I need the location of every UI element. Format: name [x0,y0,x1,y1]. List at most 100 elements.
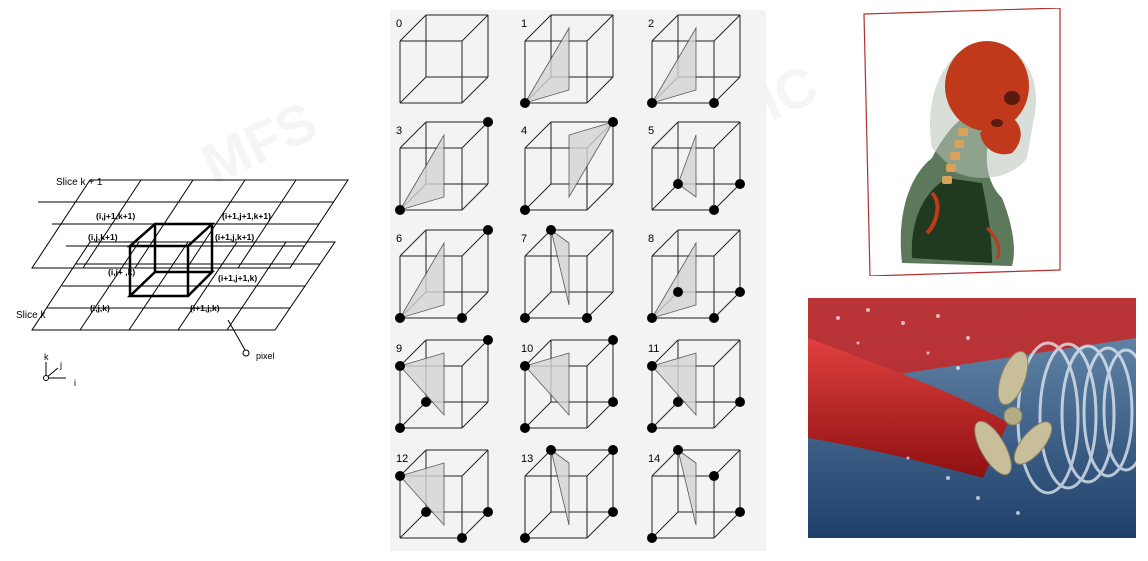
cube-edge [713,511,741,539]
axes [43,362,66,381]
vertex-dot [709,205,719,215]
cube-edge [586,14,614,42]
marching-cube-case: 6 [395,225,493,323]
vertex-dot [483,335,493,345]
vertex-dot [608,445,618,455]
cube-edge [461,449,489,477]
vertex-dot [608,117,618,127]
vertex-dot [735,397,745,407]
vertex-dot [395,205,405,215]
vertex-label: (i,j+ ,k) [108,267,135,277]
cube-edge [399,76,427,104]
cube-edge [399,121,427,149]
case-number: 6 [396,233,402,245]
vertex-label: (i+1,j,k+1) [215,232,254,242]
vertex-dot [647,361,657,371]
cube-edge [399,449,427,477]
marching-cube-case: 9 [395,335,493,433]
marching-cube-case: 11 [647,339,745,433]
cube-edge [399,229,427,257]
vertex-dot [582,313,592,323]
voxel-cube [126,222,216,298]
vertex-dot [546,445,556,455]
cube-edge [651,183,679,211]
vertex-dot [483,225,493,235]
vertex-dot [395,361,405,371]
cube-edge [713,14,741,42]
cube-edge [524,401,552,429]
marching-cube-case: 14 [647,445,745,543]
case-number: 3 [396,125,402,137]
cube-edge [586,183,614,211]
cube-edge [461,183,489,211]
pixel-label: pixel [256,351,275,361]
vertex-dot [647,98,657,108]
isosurface-triangle [399,352,445,417]
cube-edge [461,401,489,429]
isosurface-triangle [677,134,697,198]
vertex-label: (i+1,j,k) [190,303,220,313]
voxel-grid-diagram: Slice k + 1 Slice k pixel (i,j+1,k+1) (i… [0,150,380,410]
cube-edge [713,291,741,319]
marching-cube-case: 2 [647,14,741,108]
marching-cube-case: 0 [396,14,489,104]
cube-edge [586,229,614,257]
vertex-dot [520,98,530,108]
vertex-dot [457,313,467,323]
vertex-label: (i,j+1,k+1) [96,211,135,221]
marching-cube-case: 4 [520,117,618,215]
vertex-label: (i,j,k) [90,303,110,313]
case-number: 13 [521,453,533,465]
marching-cube-case: 13 [520,445,618,543]
marching-cube-case: 3 [395,117,493,215]
cube-edge [713,339,741,367]
case-number: 8 [648,233,654,245]
cube-edge [524,121,552,149]
isosurface-triangle [399,462,445,527]
cube-edge [586,339,614,367]
vertex-dot [546,225,556,235]
propeller-flow-simulation [808,298,1148,538]
isosurface-triangle [651,241,697,319]
voxel-grid-svg: Slice k + 1 Slice k pixel (i,j+1,k+1) (i… [16,177,349,388]
vertex-dot [608,507,618,517]
cube-edge [399,339,427,367]
cube-edge [713,121,741,149]
vertex-dot [673,445,683,455]
cube-edge [713,183,741,211]
cube-edge [461,291,489,319]
isosurface-triangle [651,26,697,104]
isosurface-triangle [677,449,697,526]
axis-k-label: k [44,352,49,362]
vertex-dot [421,507,431,517]
cube-edge [651,14,679,42]
cube-edge [399,401,427,429]
marching-cube-case: 8 [647,229,745,323]
vertex-dot [673,179,683,189]
vertex-dot [709,471,719,481]
cube-edge [651,229,679,257]
isosurface-triangle [399,133,445,211]
vertex-dot [421,397,431,407]
cube-edge [651,449,679,477]
vertex-dot [673,397,683,407]
isosurface-triangle [524,26,570,104]
marching-cube-case: 12 [395,449,493,543]
cube-edge [524,511,552,539]
marching-cube-case: 10 [520,335,618,433]
isosurface-triangle [550,229,570,306]
slice-bottom-label: Slice k [16,310,46,321]
case-number: 5 [648,125,654,137]
cube-edge [713,449,741,477]
vertex-dot [709,313,719,323]
case-number: 14 [648,453,660,465]
marching-cube-case: 5 [648,121,745,215]
case-number: 0 [396,18,402,30]
cube-edge [651,511,679,539]
vertex-dot [520,533,530,543]
vertex-dot [395,313,405,323]
cube-edge [651,121,679,149]
vertex-label: (i+1,j+1,k+1) [222,211,271,221]
